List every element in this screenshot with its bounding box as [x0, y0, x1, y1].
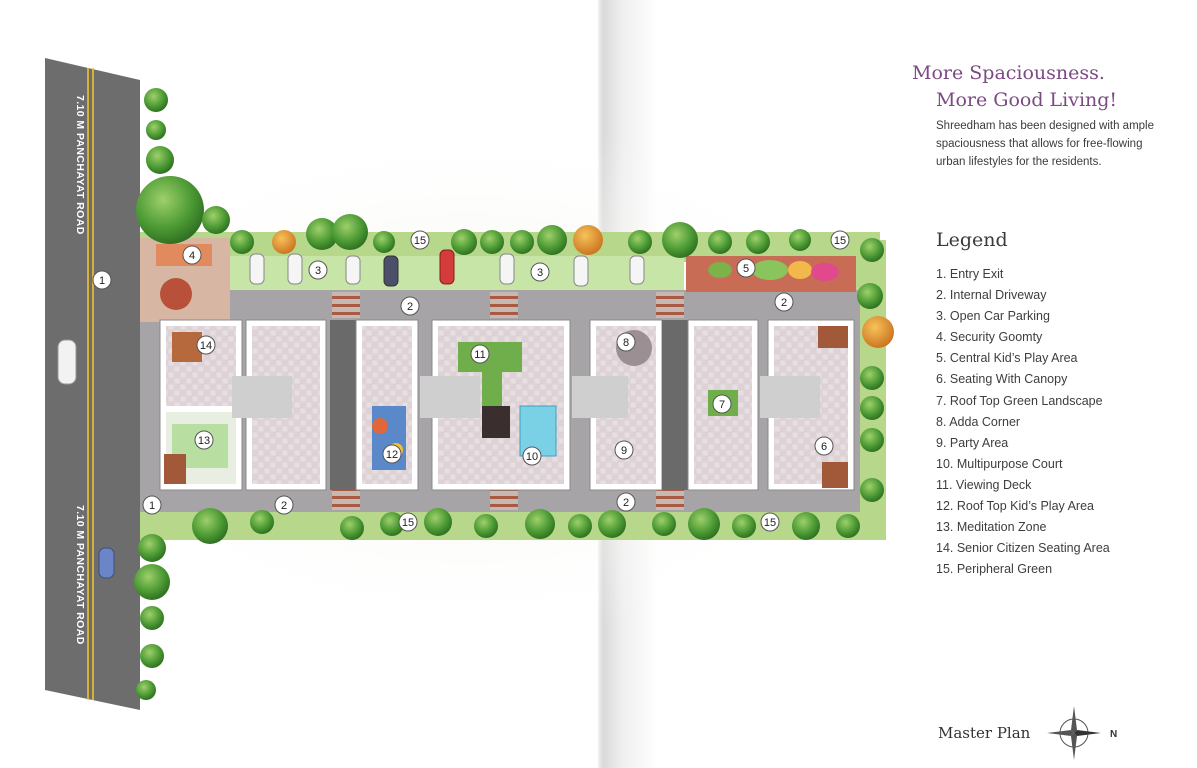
svg-text:3: 3 — [315, 265, 321, 277]
parking-strip — [228, 256, 684, 290]
plan-markers: 1 1 2 2 2 2 3 3 4 5 6 7 8 9 10 11 12 13 … — [92, 230, 850, 532]
marker-entry-exit-south: 1 — [142, 495, 162, 515]
svg-text:6: 6 — [821, 441, 827, 453]
marker-peripheral-green-1: 15 — [410, 230, 430, 250]
intro-paragraph: Shreedham has been designed with ample s… — [936, 120, 1155, 168]
marker-meditation-zone: 13 — [194, 430, 214, 450]
svg-text:14: 14 — [200, 340, 212, 352]
marker-car-parking-2: 3 — [530, 262, 550, 282]
site-master-plan: 7.10 M PANCHAYAT ROAD 7.10 M PANCHAYAT R… — [30, 58, 900, 710]
marker-peripheral-green-3: 15 — [398, 512, 418, 532]
marker-roof-green: 7 — [712, 394, 732, 414]
svg-text:4: 4 — [189, 250, 195, 262]
master-plan-title: Master Plan — [938, 724, 1031, 742]
marker-adda-corner: 8 — [616, 332, 636, 352]
svg-text:7: 7 — [719, 399, 725, 411]
svg-text:5: 5 — [743, 263, 749, 275]
legend-item: 7. Roof Top Green Landscape — [936, 393, 1103, 408]
road-label-top: 7.10 M PANCHAYAT ROAD — [74, 95, 86, 235]
parked-cars — [249, 249, 645, 287]
svg-text:3: 3 — [537, 267, 543, 279]
marker-peripheral-green-2: 15 — [830, 230, 850, 250]
marker-car-parking-1: 3 — [308, 260, 328, 280]
legend-item: 12. Roof Top Kid’s Play Area — [936, 499, 1094, 514]
headline: More Spaciousness. More Good Living! — [912, 60, 1117, 114]
svg-text:15: 15 — [834, 235, 846, 247]
legend-item: 14. Senior Citizen Seating Area — [936, 541, 1110, 556]
legend-item: 10. Multipurpose Court — [936, 456, 1063, 471]
legend-item: 5. Central Kid’s Play Area — [936, 351, 1078, 366]
marker-driveway-2: 2 — [774, 292, 794, 312]
svg-text:2: 2 — [781, 297, 787, 309]
trees — [134, 88, 894, 700]
legend-item: 8. Adda Corner — [936, 414, 1021, 429]
legend-item: 1. Entry Exit — [936, 267, 1004, 281]
entry-canopy — [160, 278, 192, 310]
marker-kids-play-area: 5 — [736, 258, 756, 278]
legend-item: 9. Party Area — [936, 435, 1009, 450]
legend-item: 15. Peripheral Green — [936, 562, 1053, 577]
headline-line-1: More Spaciousness. — [912, 62, 1105, 84]
legend-item: 2. Internal Driveway — [936, 288, 1047, 303]
marker-driveway-1: 2 — [400, 296, 420, 316]
svg-text:11: 11 — [474, 349, 485, 361]
headline-line-2: More Good Living! — [936, 89, 1118, 111]
play-equipment — [708, 260, 839, 281]
marker-peripheral-green-4: 15 — [760, 512, 780, 532]
legend-list: 1. Entry Exit 2. Internal Driveway 3. Op… — [936, 264, 1110, 580]
svg-text:1: 1 — [99, 275, 105, 287]
svg-text:9: 9 — [621, 445, 627, 457]
marker-seating-canopy: 6 — [814, 436, 834, 456]
marker-viewing-deck: 11 — [470, 344, 490, 364]
legend-item: 6. Seating With Canopy — [936, 372, 1068, 387]
svg-text:12: 12 — [386, 449, 398, 461]
marker-driveway-3: 2 — [274, 495, 294, 515]
svg-text:10: 10 — [526, 451, 538, 463]
svg-text:1: 1 — [149, 500, 155, 512]
marker-driveway-4: 2 — [616, 492, 636, 512]
svg-text:2: 2 — [281, 500, 287, 512]
marker-senior-seating: 14 — [196, 335, 216, 355]
marker-roof-kids-play: 12 — [382, 444, 402, 464]
marker-party-area: 9 — [614, 440, 634, 460]
legend-item: 13. Meditation Zone — [936, 520, 1047, 535]
panchayat-road — [45, 58, 140, 710]
legend-item: 4. Security Goomty — [936, 330, 1043, 345]
road-label-bottom: 7.10 M PANCHAYAT ROAD — [74, 505, 86, 645]
svg-text:2: 2 — [623, 497, 629, 509]
svg-text:15: 15 — [414, 235, 426, 247]
marker-entry-exit-north: 1 — [92, 270, 112, 290]
driveway-pavers — [332, 292, 684, 510]
svg-text:13: 13 — [198, 435, 210, 447]
compass-north-label: N — [1110, 729, 1117, 740]
svg-text:15: 15 — [764, 517, 776, 529]
svg-text:8: 8 — [623, 337, 629, 349]
legend-title: Legend — [936, 229, 1008, 251]
marker-multipurpose-court: 10 — [522, 446, 542, 466]
svg-text:15: 15 — [402, 517, 414, 529]
svg-text:2: 2 — [407, 301, 413, 313]
legend-item: 11. Viewing Deck — [936, 477, 1032, 492]
road-car-blue — [98, 547, 115, 579]
legend-item: 3. Open Car Parking — [936, 309, 1050, 324]
marker-security-goomty: 4 — [182, 245, 202, 265]
compass-rose-icon: N — [1047, 706, 1117, 760]
road-car-white — [57, 339, 77, 385]
